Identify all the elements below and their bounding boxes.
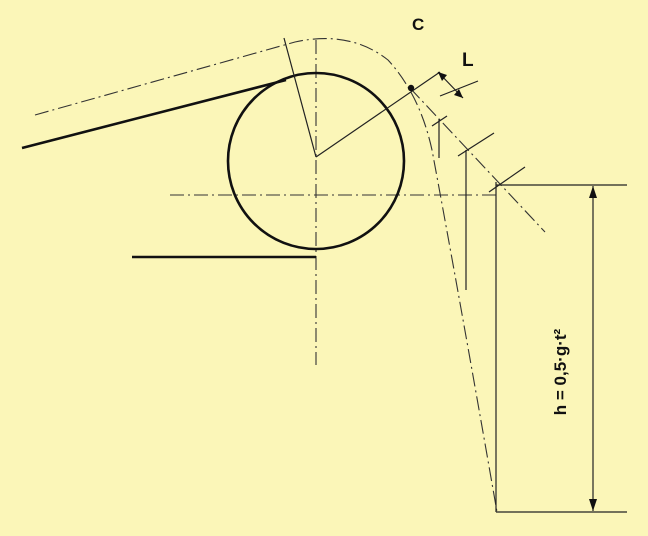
trajectory-tick-3 (488, 166, 526, 193)
discharge-radius-line (315, 71, 441, 158)
l-arrowhead-bottom (454, 89, 463, 98)
h-arrowhead-top (589, 186, 597, 198)
pulley-drum (226, 71, 406, 251)
trajectory-tick-2 (457, 132, 495, 157)
l-arrowhead-top (438, 72, 447, 81)
discharge-point (407, 84, 415, 92)
tangent-construction-line (409, 87, 546, 233)
height-formula-label: h = 0,5·g·t² (551, 328, 570, 415)
h-arrowhead-bottom (589, 499, 597, 511)
radius-line (283, 37, 317, 158)
point-c-label: C (412, 15, 424, 34)
material-trajectory-curve (34, 38, 498, 513)
l-extension-line (439, 80, 479, 97)
belt-upper-strand (21, 78, 287, 150)
length-l-label: L (462, 50, 474, 71)
